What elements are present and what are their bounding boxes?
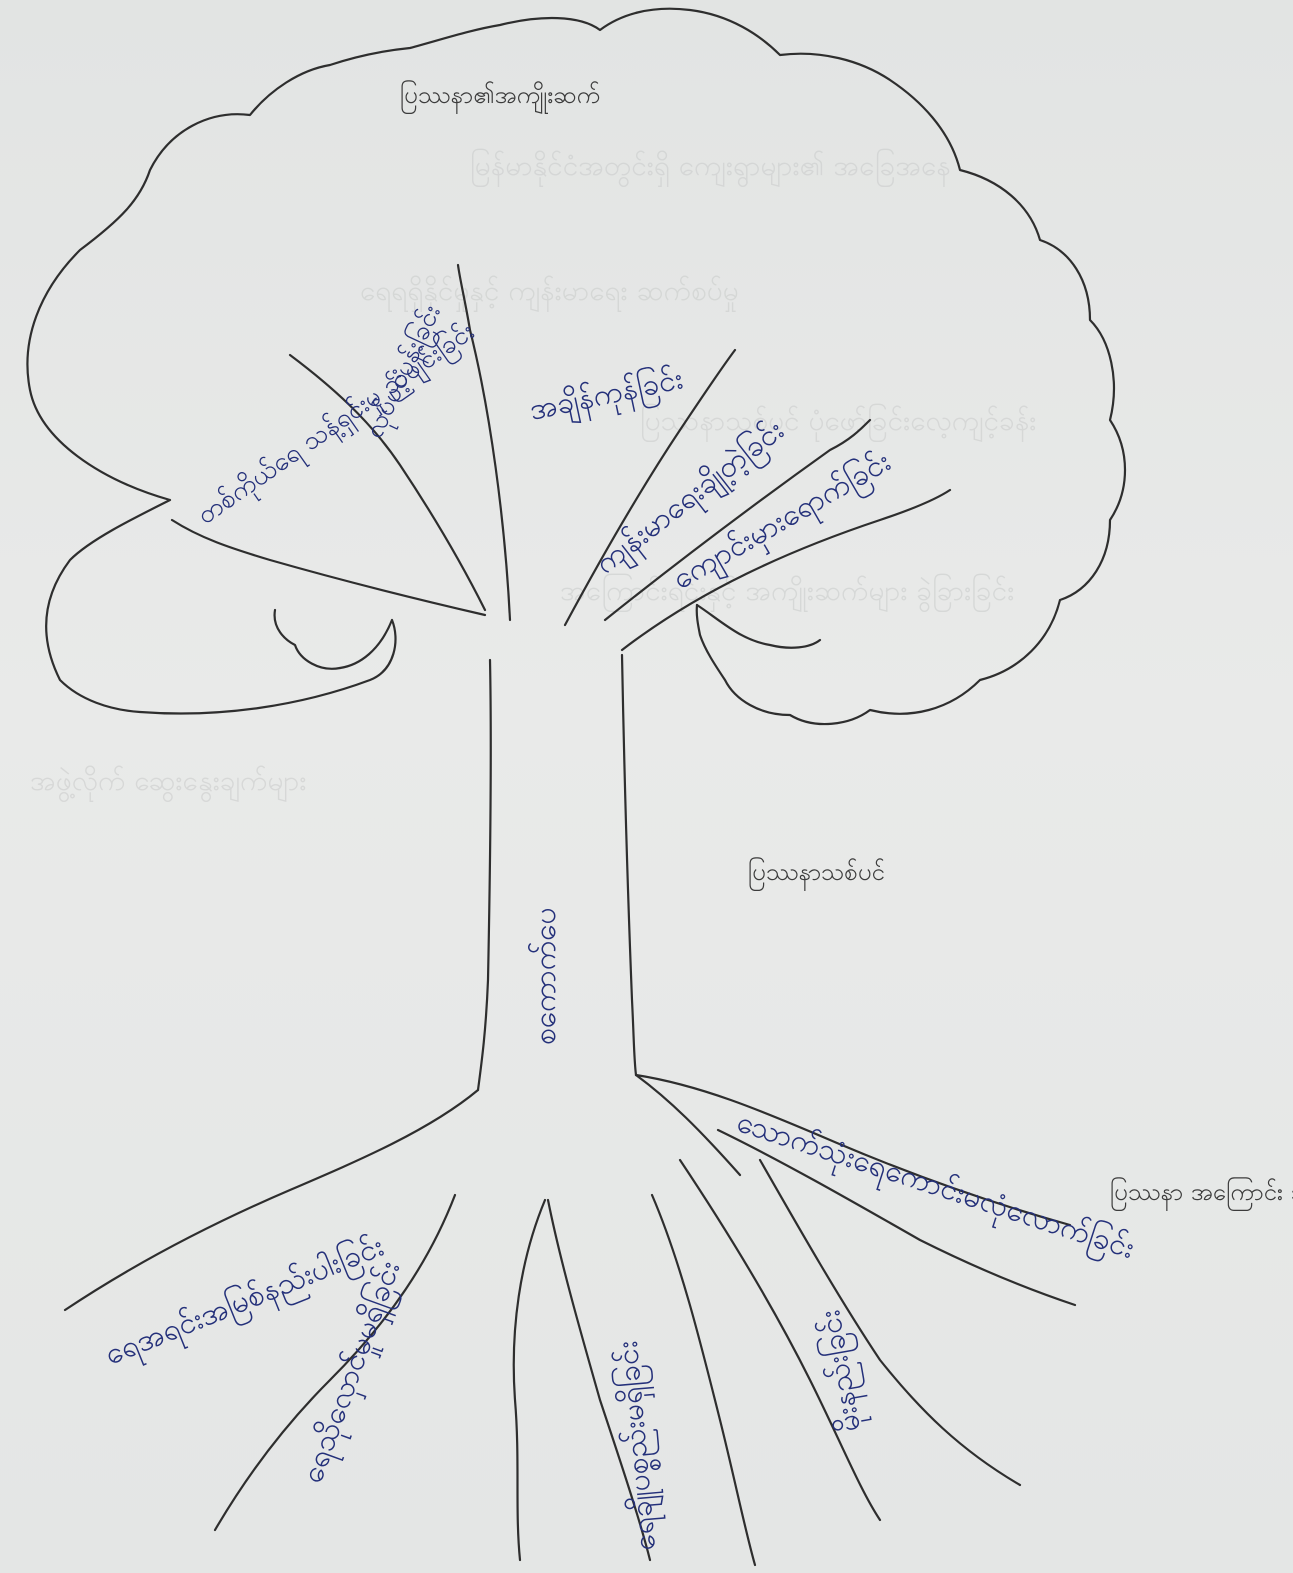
branch-line-5 — [603, 418, 872, 622]
branch-line-2 — [288, 353, 487, 612]
bleed-line-3: ပြဿနာသစ်ပင် ပုံဖော်ခြင်းလေ့ကျင့်ခန်း — [640, 402, 1036, 443]
branch-line-6 — [620, 488, 952, 652]
bleed-line-4: အကြောင်းရင်းနှင့် အကျိုးဆက်များ ခွဲခြားခ… — [560, 572, 1014, 613]
trunk-right-edge — [620, 653, 638, 1077]
root-line-10 — [634, 1073, 742, 1177]
root-line-6 — [678, 1158, 882, 1522]
canopy-outline — [26, 7, 1126, 726]
branch-effect-1: တစ်ကိုယ်ရေ သန့်ရှင်းမှု ညံ့ဖျင်းခြင်း — [190, 314, 483, 535]
canopy-effects-label: ပြဿနာ၏အကျိုးဆက် — [400, 79, 600, 115]
canopy-inner-scallop-right — [695, 603, 822, 649]
root-line-2 — [213, 1193, 457, 1532]
trunk-left-edge — [476, 658, 492, 1092]
root-line-8 — [634, 1073, 1072, 1227]
problem-tree-caption: ပြဿနာသစ်ပင် — [748, 856, 885, 891]
branch-line-3 — [456, 263, 512, 622]
root-line-7 — [758, 1158, 1022, 1487]
canopy-inner-scallop-left — [273, 608, 342, 670]
root-cause-3: ရေချိုပစ္စည်းမရှိခြင်း — [608, 1339, 669, 1553]
background-bleed-text: မြန်မာနိုင်ငံအတွင်းရှိ ကျေးရွာများ၏ အခြေ… — [30, 147, 1036, 803]
root-line-1 — [63, 1088, 480, 1312]
roots-caption: ပြဿနာ အကြောင်း အရင်းအမြစ် — [1110, 1176, 1293, 1211]
root-line-9 — [716, 1128, 1077, 1307]
root-cause-4: မိုးနည်းခြင်း — [810, 1306, 874, 1435]
bleed-line-2: ရေရရှိနိုင်မှုနှင့် ကျန်းမာရေး ဆက်စပ်မှု — [360, 273, 739, 313]
branch-effect-2: လုပ်ပင်ပန်းခြင်း — [356, 299, 451, 445]
trunk-problem-label: စကောက်ပေ — [528, 907, 563, 1045]
root-line-4 — [546, 1198, 652, 1562]
roots-caption-text: ပြဿနာ အကြောင်း အရင်းအမြစ် — [1110, 1176, 1293, 1211]
root-line-3 — [512, 1198, 547, 1562]
bleed-line-5: အဖွဲ့လိုက် ဆွေးနွေးချက်များ — [30, 763, 307, 803]
root-line-5 — [650, 1193, 757, 1567]
bleed-line-1: မြန်မာနိုင်ငံအတွင်းရှိ ကျေးရွာများ၏ အခြေ… — [470, 147, 951, 188]
branch-line-1 — [170, 518, 487, 617]
branch-line-4 — [563, 348, 737, 627]
